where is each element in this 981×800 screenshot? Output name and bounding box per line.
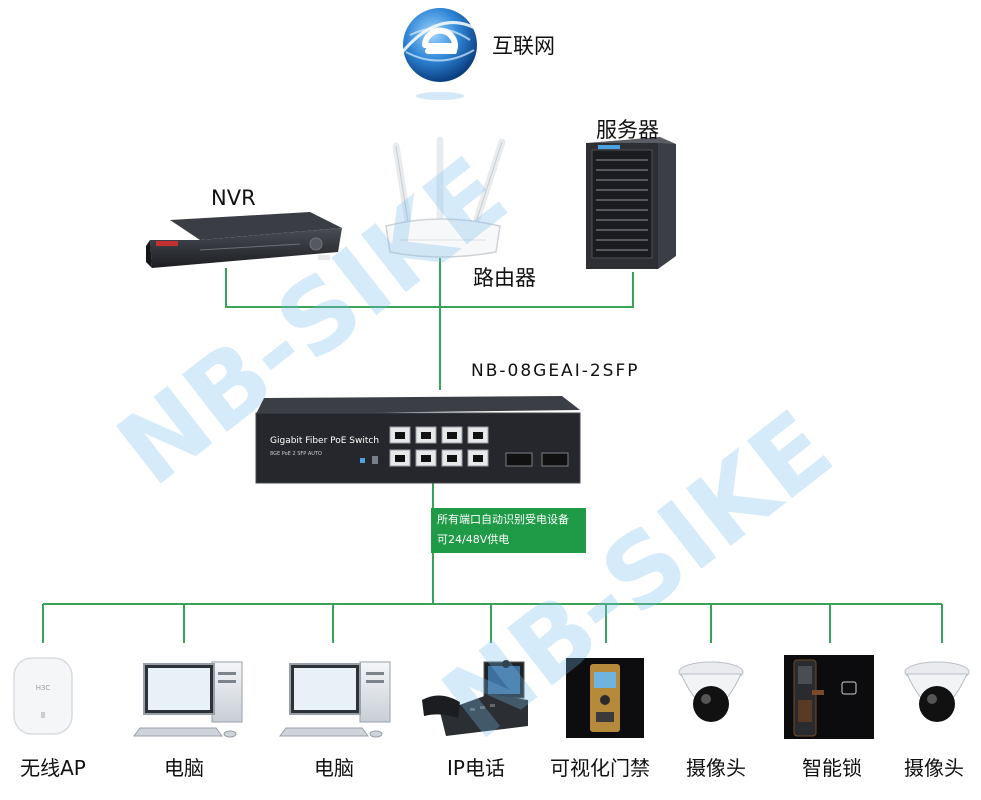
device-label-camera-2: 摄像头 — [904, 756, 964, 780]
smart-lock-icon — [784, 655, 874, 739]
server-tower-icon — [586, 137, 676, 269]
device-label-wireless-ap: 无线AP — [20, 756, 86, 780]
nvr-device-icon — [146, 212, 342, 268]
poe-switch-icon — [255, 396, 581, 484]
switch-model-label: NB-08GEAI-2SFP — [471, 361, 640, 381]
ap-brand-label: H3C — [36, 684, 51, 692]
device-label-pc-2: 电脑 — [314, 756, 354, 780]
internet-globe-icon — [398, 8, 483, 100]
dome-camera-icon — [678, 661, 744, 722]
wireless-ap-icon — [13, 657, 73, 735]
desktop-computer-icon — [279, 661, 391, 738]
video-door-access-icon — [566, 658, 644, 738]
dome-camera-icon — [904, 661, 970, 722]
switch-face-title: Gigabit Fiber PoE Switch — [270, 436, 379, 446]
device-label-camera-1: 摄像头 — [686, 756, 746, 780]
ip-phone-icon — [422, 660, 528, 736]
nvr-label: NVR — [211, 186, 256, 210]
router-device-icon — [385, 136, 506, 258]
device-label-pc-1: 电脑 — [164, 756, 204, 780]
device-label-ip-phone: IP电话 — [447, 756, 505, 780]
poe-note-box: 所有端口自动识别受电设备 可24/48V供电 — [431, 508, 586, 553]
desktop-computer-icon — [133, 661, 243, 738]
device-label-smart-lock: 智能锁 — [802, 756, 862, 780]
connection-lines — [42, 258, 943, 643]
poe-note-line2: 可24/48V供电 — [437, 533, 510, 546]
device-label-door-access: 可视化门禁 — [550, 756, 650, 780]
switch-face-subtitle: 8GE PoE 2 SFP AUTO — [270, 451, 322, 457]
server-label: 服务器 — [596, 118, 659, 142]
router-label: 路由器 — [473, 266, 536, 290]
nvr-server-bus-line — [225, 268, 634, 308]
internet-label: 互联网 — [492, 34, 555, 58]
poe-note-line1: 所有端口自动识别受电设备 — [437, 513, 569, 526]
